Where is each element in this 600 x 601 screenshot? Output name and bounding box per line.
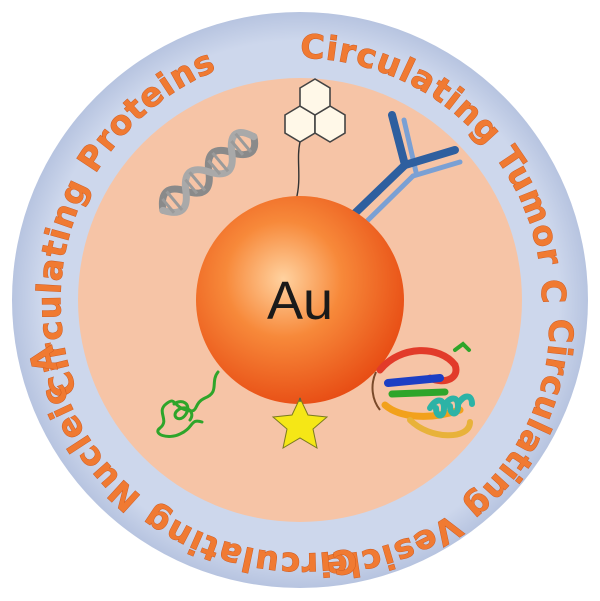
antibody-icon: [346, 111, 463, 229]
small-molecule-icon: [284, 78, 346, 201]
polymer-chain-icon: [156, 370, 220, 438]
gold-nanoparticle: [196, 196, 404, 404]
dna-icon: [158, 129, 259, 216]
protein-icon: [371, 341, 475, 439]
star-icon: [271, 396, 329, 450]
core-label: Au: [267, 271, 333, 331]
